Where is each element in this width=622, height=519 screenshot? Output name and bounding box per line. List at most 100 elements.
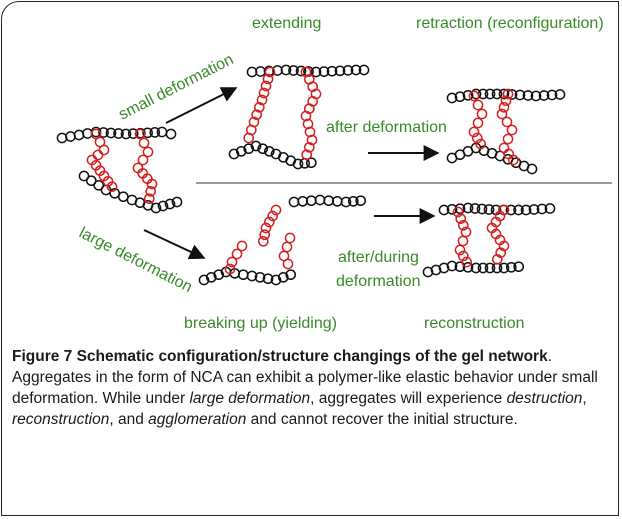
bead	[502, 88, 514, 100]
bead	[237, 269, 249, 281]
bead	[358, 64, 370, 76]
bead	[262, 73, 274, 85]
bead	[127, 128, 139, 139]
bead	[198, 274, 210, 286]
bead	[251, 109, 263, 121]
bead	[106, 181, 118, 193]
bead	[310, 66, 322, 78]
bead	[446, 260, 458, 272]
crosslink-initial-1	[86, 128, 118, 193]
bead	[495, 247, 507, 259]
crosslink-retraction-2	[496, 88, 519, 166]
bead	[282, 258, 294, 270]
bead	[505, 261, 517, 273]
bead	[475, 138, 487, 150]
bead	[472, 117, 484, 129]
bead	[544, 203, 556, 214]
bead	[263, 216, 275, 228]
crosslink-extending-1	[243, 66, 276, 144]
bead	[477, 262, 489, 274]
bead	[340, 196, 352, 208]
bead	[270, 274, 282, 286]
crosslink-extending-2	[300, 66, 322, 161]
arrow-small-deformation	[165, 87, 238, 124]
bead	[506, 124, 518, 136]
bead	[285, 269, 297, 281]
label-large-deformation: large deformation	[76, 224, 195, 296]
bead	[257, 143, 269, 155]
bead	[470, 262, 482, 274]
bead	[498, 262, 510, 274]
bead	[258, 87, 270, 99]
arrow-large-deformation	[143, 229, 206, 260]
figure-caption: Figure 7 Schematic configuration/structu…	[12, 346, 610, 430]
caption-italic-destruction: destruction	[506, 390, 583, 407]
bead	[323, 195, 335, 207]
bead	[468, 126, 480, 138]
bead	[491, 253, 503, 265]
bead	[468, 90, 480, 102]
bead	[243, 143, 255, 155]
bead	[145, 185, 157, 197]
bead	[146, 178, 158, 190]
bead	[143, 193, 155, 205]
label-after-during-1: after/during	[338, 249, 419, 266]
bead	[92, 149, 104, 161]
bead	[142, 146, 154, 158]
bead	[520, 204, 532, 216]
caption-italic-large-deformation: large deformation	[189, 390, 311, 407]
bead	[78, 170, 90, 182]
bead	[224, 263, 236, 275]
bead	[530, 90, 542, 102]
bead	[484, 88, 496, 100]
bead	[318, 66, 330, 77]
bead	[98, 144, 110, 156]
bead	[105, 127, 117, 139]
caption-text-1: . Aggregates in the form of NCA can exhi…	[12, 348, 598, 407]
bead	[292, 158, 304, 170]
crosslink-break-2	[257, 204, 282, 247]
bead	[470, 88, 482, 100]
caption-text-2: , aggregates will experience	[310, 390, 507, 407]
bead	[526, 163, 538, 175]
bead	[270, 204, 282, 216]
bead	[246, 270, 258, 282]
label-after-deformation: after deformation	[326, 119, 447, 136]
bead	[491, 88, 503, 100]
bead	[454, 91, 466, 103]
bead	[250, 140, 262, 152]
crosslink-break-3	[278, 232, 296, 270]
bead	[165, 128, 177, 140]
bead	[538, 90, 550, 101]
bead	[554, 89, 566, 100]
bead	[150, 202, 162, 214]
bead	[342, 65, 354, 76]
bead	[98, 127, 109, 138]
chain-initial-bottom	[78, 170, 183, 214]
bead	[438, 204, 450, 216]
crosslink-break-1	[224, 240, 248, 275]
chain-break-top	[288, 194, 367, 208]
bead	[498, 101, 510, 113]
bead	[438, 262, 450, 274]
bead	[226, 256, 238, 268]
bead	[120, 128, 132, 140]
bead	[164, 198, 176, 210]
bead	[65, 131, 76, 142]
bead	[304, 126, 316, 138]
bead	[254, 271, 266, 283]
label-reconstruction: reconstruction	[424, 315, 525, 332]
bead	[236, 240, 248, 252]
bead	[469, 203, 481, 214]
bead	[134, 128, 146, 140]
bead	[253, 101, 265, 113]
bead	[56, 132, 68, 144]
bead	[498, 142, 510, 154]
crosslink-recon-1	[452, 206, 473, 268]
bead	[513, 204, 524, 216]
bead	[138, 137, 150, 149]
bead	[501, 116, 513, 128]
bead	[454, 244, 466, 256]
bead	[137, 154, 149, 166]
